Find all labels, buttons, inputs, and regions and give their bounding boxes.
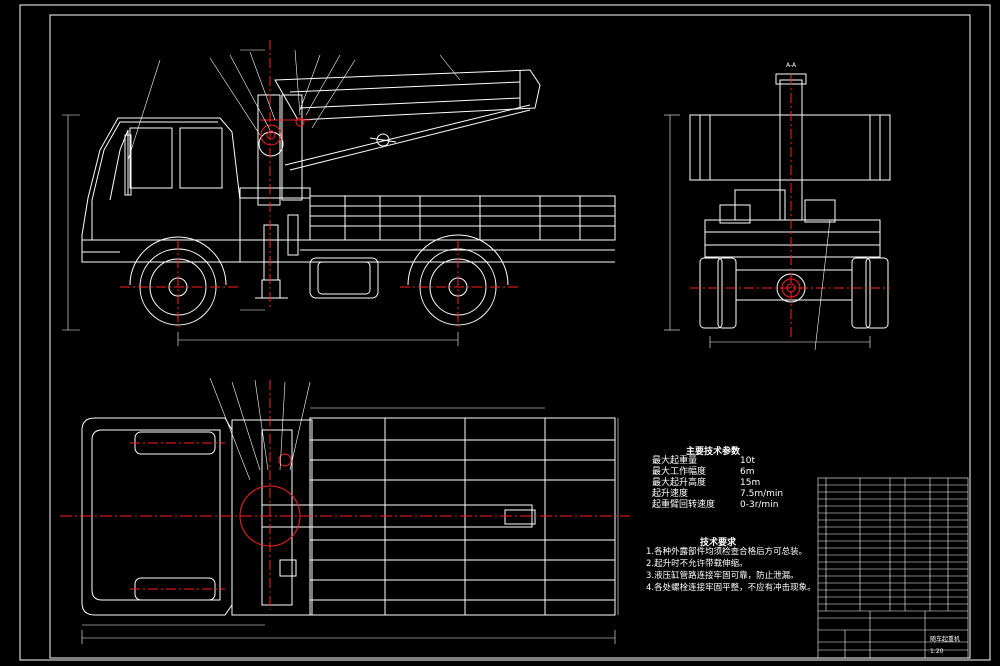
side-view-dimensions <box>62 49 461 346</box>
spec-label: 起升速度 <box>652 489 689 499</box>
inner-border <box>49 14 971 659</box>
side-view <box>81 69 616 326</box>
top-view-dimensions <box>81 377 619 644</box>
drawing-name: 随车起重机 <box>930 636 961 643</box>
spec-row: 起升速度 7.5m/min <box>652 489 783 500</box>
notes-list: 1.各种外露部件均须检查合格后方可总装。 2.起升时不允许带载伸缩。 3.液压缸… <box>646 546 816 594</box>
spec-row: 最大工作幅度 6m <box>652 467 783 478</box>
note-item: 2.起升时不允许带载伸缩。 <box>646 559 748 569</box>
note-item: 3.液压缸管路连接牢固可靠，防止泄漏。 <box>646 571 799 581</box>
spec-label: 最大起重量 <box>652 456 698 466</box>
spec-label: 最大工作幅度 <box>652 467 707 477</box>
spec-row: 起重臂回转速度 0-3r/min <box>652 500 783 511</box>
spec-value: 7.5m/min <box>740 489 784 499</box>
rear-view <box>689 73 891 329</box>
specs-title: 主要技术参数 <box>686 447 741 457</box>
drawing-scale: 1:20 <box>930 648 944 655</box>
side-view-centerlines <box>120 40 520 330</box>
rear-view-centerlines <box>690 75 890 340</box>
spec-value: 0-3r/min <box>740 500 779 510</box>
spec-value: 6m <box>740 467 755 477</box>
spec-label: 起重臂回转速度 <box>652 500 716 510</box>
notes-title: 技术要求 <box>700 538 737 548</box>
rear-view-dimensions <box>664 114 871 351</box>
outer-border <box>19 4 991 661</box>
spec-label: 最大起升高度 <box>652 478 707 488</box>
spec-value: 10t <box>740 456 755 466</box>
spec-row: 最大起重量 10t <box>652 456 783 467</box>
specs-list: 最大起重量 10t 最大工作幅度 6m 最大起升高度 15m 起升速度 7.5m/min… <box>652 456 783 511</box>
parts-list-table <box>817 477 969 659</box>
spec-row: 最大起升高度 15m <box>652 478 783 489</box>
spec-value: 15m <box>740 478 761 488</box>
section-label-aa: A-A <box>786 62 797 69</box>
top-view-centerlines <box>60 380 630 610</box>
note-item: 1.各种外露部件均须检查合格后方可总装。 <box>646 547 808 557</box>
note-item: 4.各处螺栓连接牢固平整，不应有冲击现象。 <box>646 583 816 593</box>
